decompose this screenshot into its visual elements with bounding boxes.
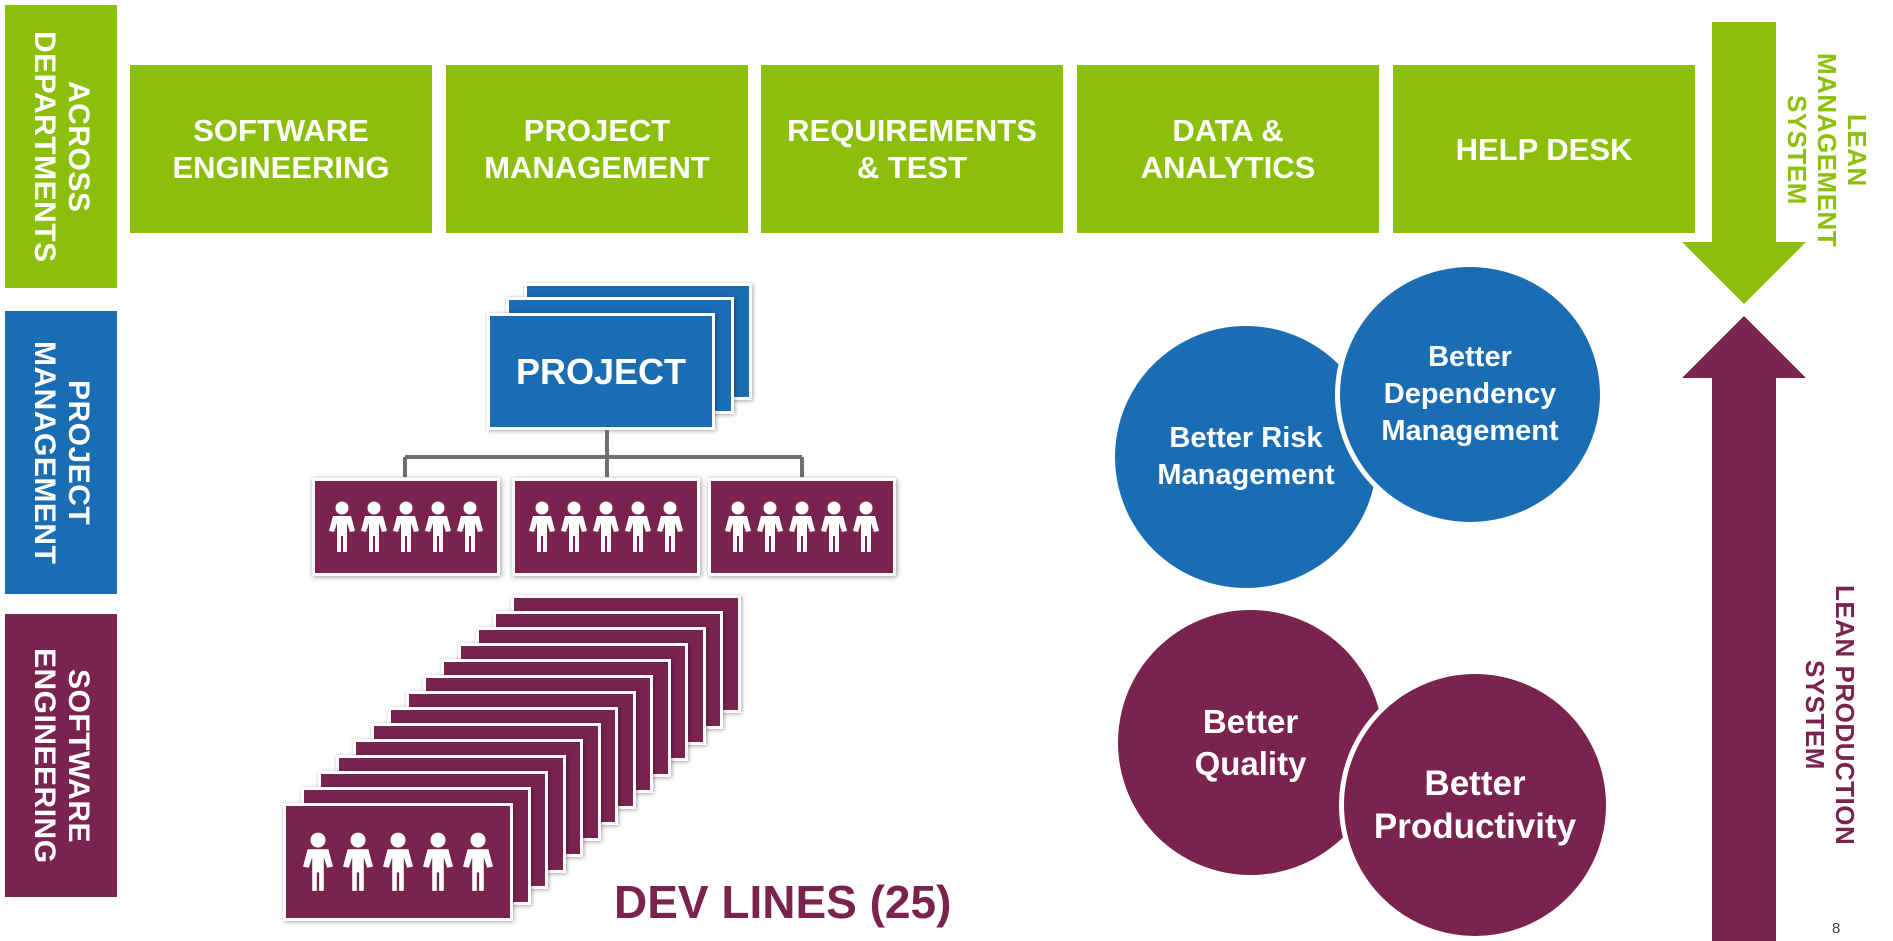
lean-production-up-arrow xyxy=(1682,316,1806,941)
project-management-label-box: PROJECT MANAGEMENT xyxy=(5,311,117,594)
lean-management-system-label: LEAN MANAGEMENT SYSTEM xyxy=(1782,52,1872,248)
lean-management-down-arrow xyxy=(1682,22,1806,304)
lean-production-system-label: LEAN PRODUCTION SYSTEM xyxy=(1800,584,1860,846)
dev-lines-label: DEV LINES (25) xyxy=(614,876,952,928)
dept-software-engineering: SOFTWARE ENGINEERING xyxy=(130,65,432,233)
people-group-icon xyxy=(303,832,493,891)
project-management-label: PROJECT MANAGEMENT xyxy=(28,340,95,565)
better-risk-management-circle: Better Risk Management xyxy=(1115,326,1377,588)
page-number: 8 xyxy=(1832,920,1841,937)
across-departments-label: ACROSS DEPARTMENTS xyxy=(28,30,95,263)
people-group-icon xyxy=(329,501,483,552)
dept-help-desk: HELP DESK xyxy=(1393,65,1695,233)
dept-requirements-test: REQUIREMENTS & TEST xyxy=(761,65,1063,233)
dept-project-management: PROJECT MANAGEMENT xyxy=(446,65,748,233)
org-connector-lines xyxy=(403,430,804,477)
software-engineering-label-box: SOFTWARE ENGINEERING xyxy=(5,614,117,897)
people-group-icon xyxy=(529,501,683,552)
dev-line-card-front xyxy=(283,803,513,921)
project-card: PROJECT xyxy=(487,313,715,430)
project-label: PROJECT xyxy=(515,350,687,392)
team-box xyxy=(708,478,896,576)
across-departments-label-box: ACROSS DEPARTMENTS xyxy=(5,5,117,288)
team-box xyxy=(312,478,500,576)
team-box xyxy=(512,478,700,576)
people-group-icon xyxy=(725,501,879,552)
better-productivity-circle: Better Productivity xyxy=(1339,669,1611,941)
better-risk-management-label: Better Risk Management xyxy=(1157,422,1335,491)
better-dependency-management-circle: Better Dependency Management xyxy=(1335,262,1605,527)
better-quality-circle: Better Quality xyxy=(1118,610,1383,875)
software-engineering-label: SOFTWARE ENGINEERING xyxy=(28,647,95,864)
better-productivity-label: Better Productivity xyxy=(1373,764,1577,846)
better-quality-label: Better Quality xyxy=(1194,702,1307,782)
better-dependency-management-label: Better Dependency Management xyxy=(1381,341,1559,447)
dept-data-analytics: DATA & ANALYTICS xyxy=(1077,65,1379,233)
